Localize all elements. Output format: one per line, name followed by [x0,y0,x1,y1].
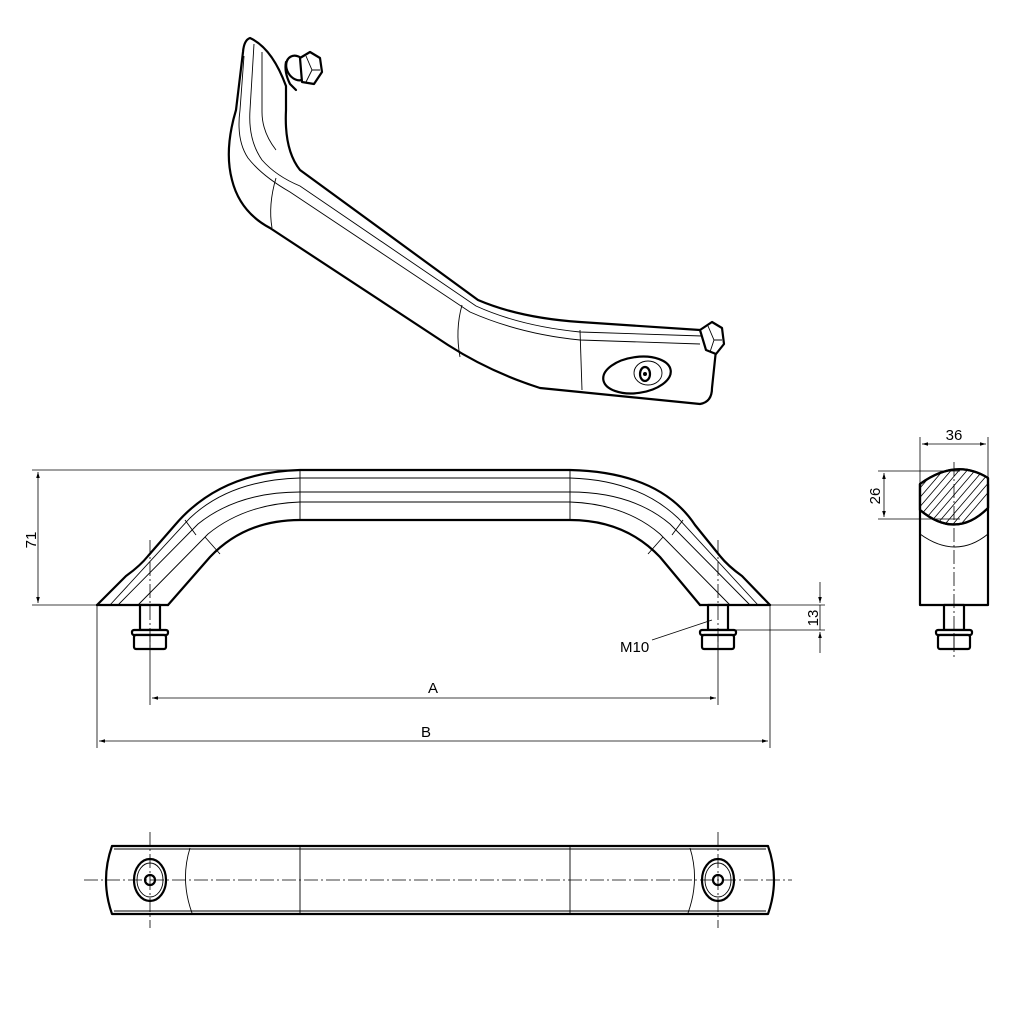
isometric-view [227,36,726,406]
dim-label-13: 13 [805,610,822,627]
dim-label-36: 36 [946,427,963,444]
dimension-height-71: 71 [23,469,300,606]
mounting-hole-right-icon [700,857,736,903]
countersunk-hole-icon [602,355,672,395]
dimension-13: 13 [736,582,825,653]
bolt-top-icon [284,50,324,92]
dim-label-26: 26 [867,488,884,505]
dimension-B: B [96,605,771,748]
dimension-A: A [149,660,719,705]
bolt-bottom-icon [698,320,726,356]
dim-label-71: 71 [23,532,40,549]
thread-label: M10 [620,639,649,656]
side-section-view [918,462,990,660]
thread-callout: M10 [620,619,713,656]
plan-view [84,832,792,928]
mounting-hole-left-icon [132,857,168,903]
dim-label-A: A [428,680,438,697]
dim-label-B: B [421,724,431,741]
front-elevation-view [95,468,772,660]
dimension-36: 36 [919,427,989,484]
dimension-26: 26 [867,470,960,520]
